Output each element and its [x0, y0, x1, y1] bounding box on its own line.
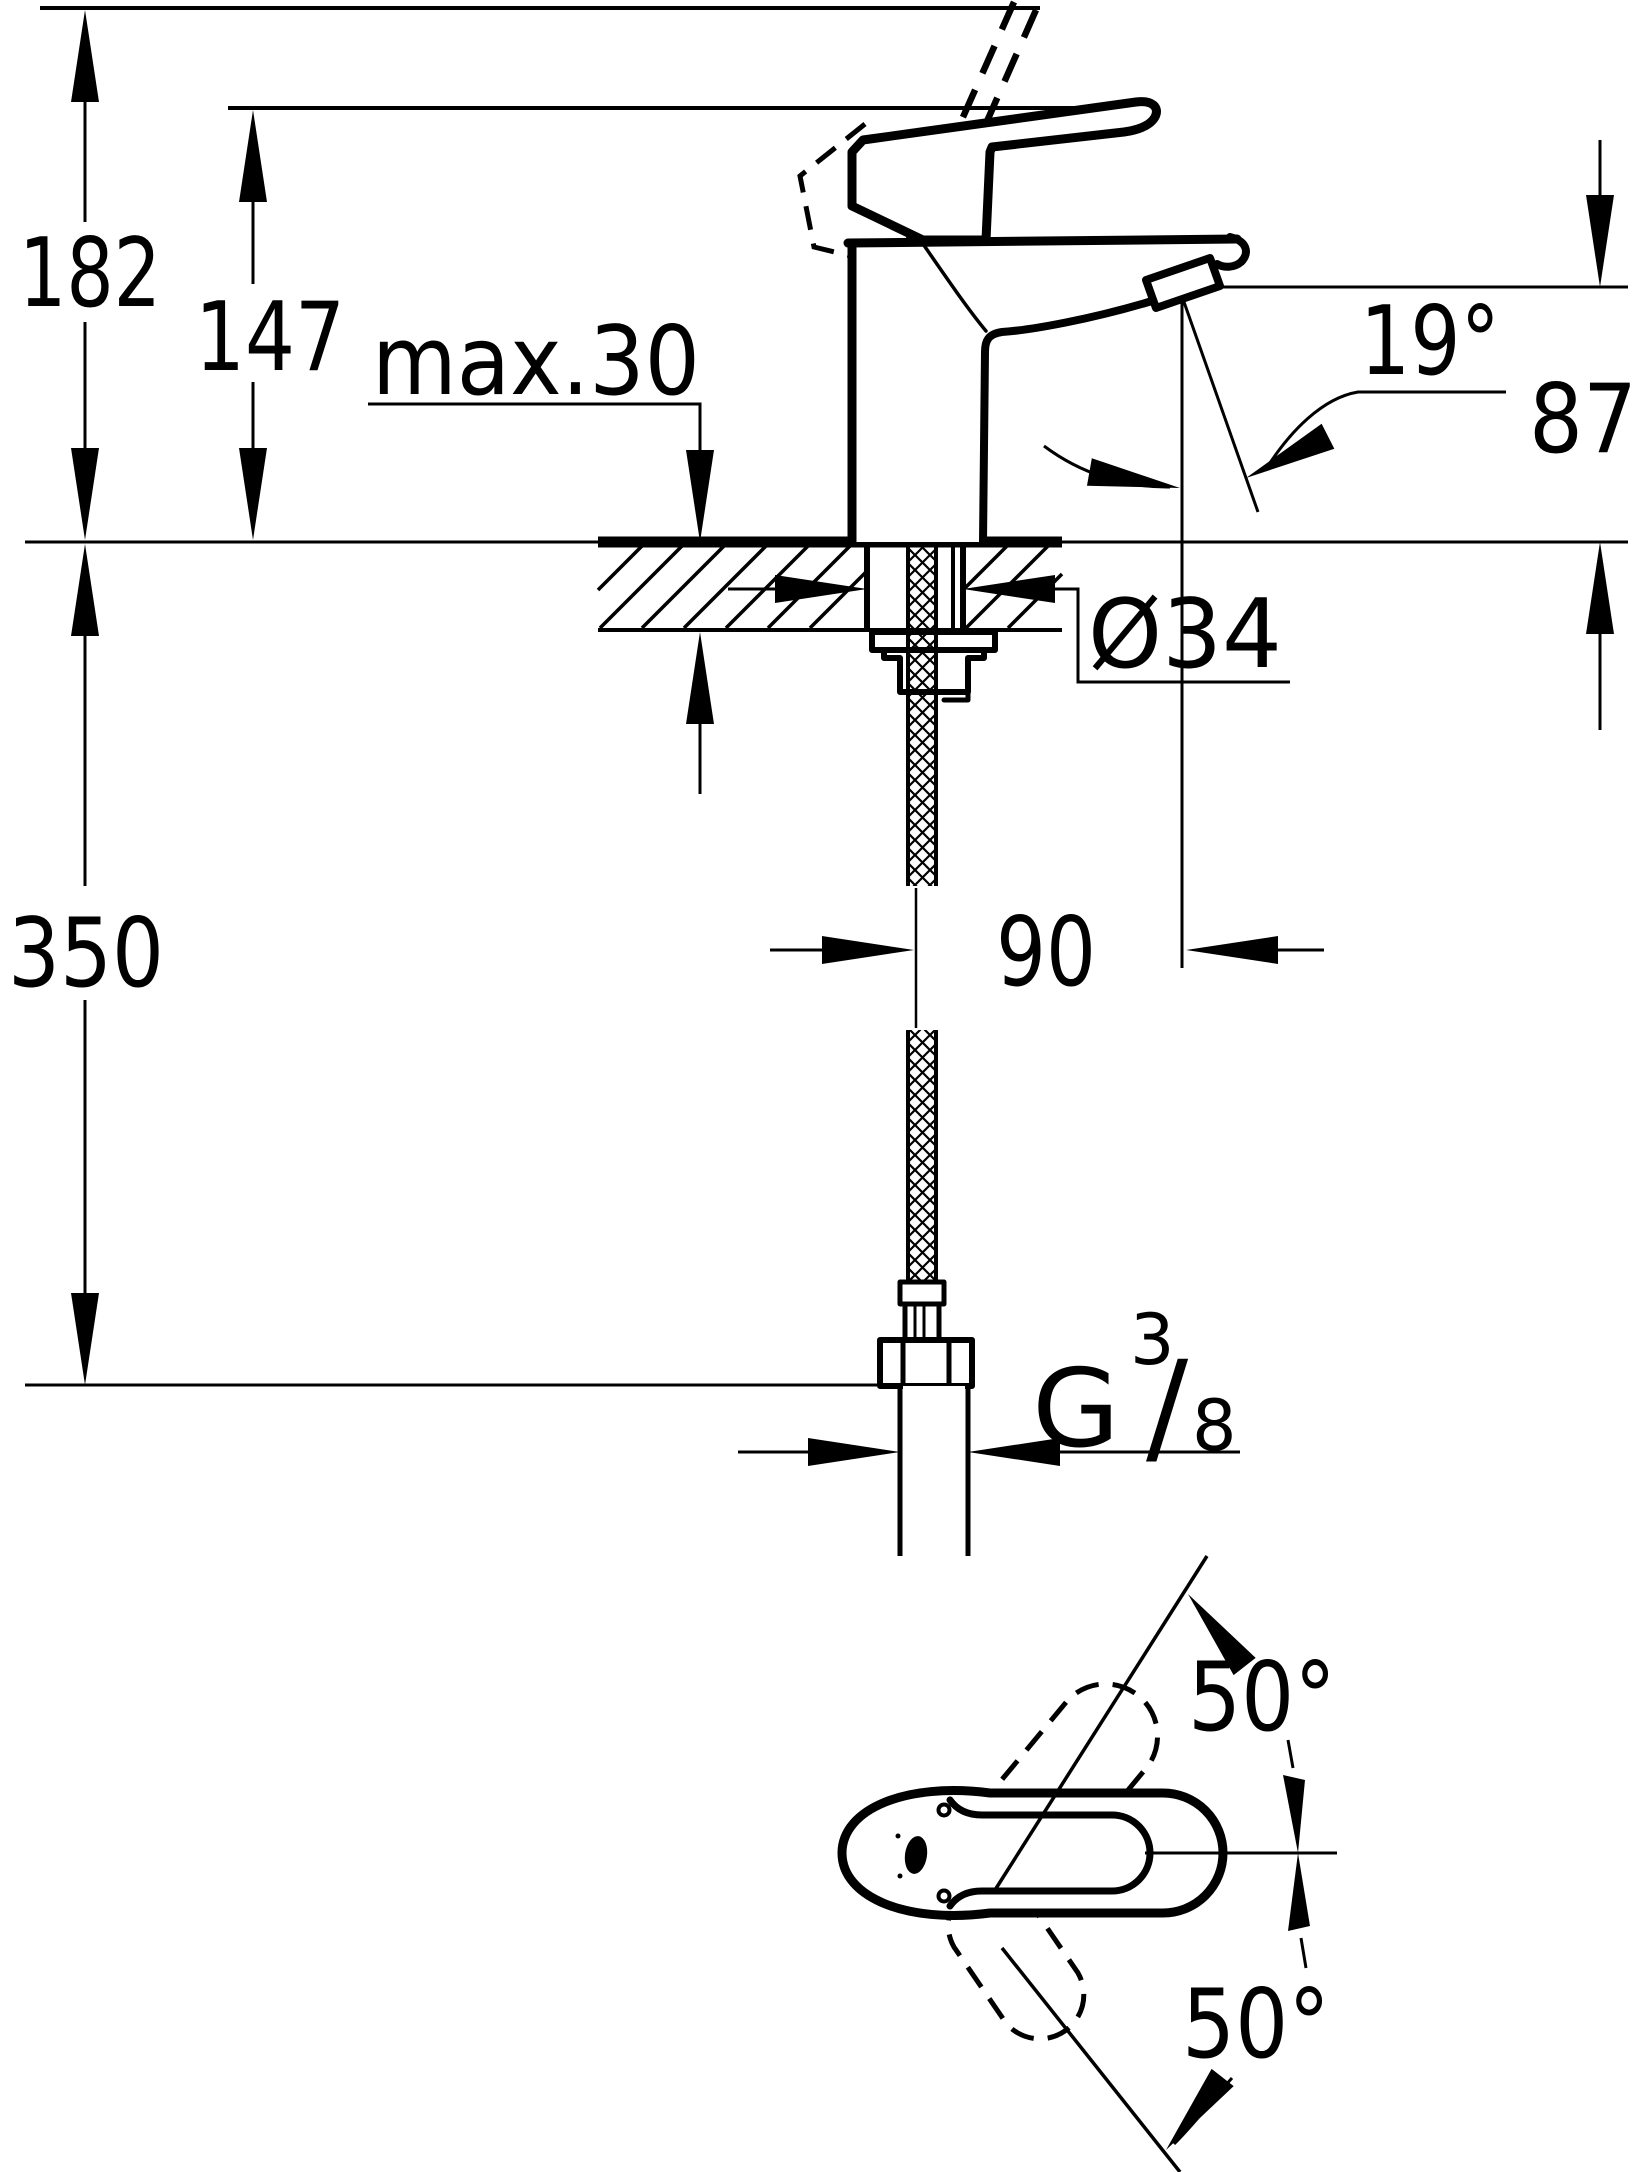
reference-lines — [25, 6, 1628, 1387]
dimension-hole-diameter: Ø34 — [728, 575, 1290, 690]
thread-slash-label: / — [1146, 1335, 1189, 1480]
g-thread-tube — [897, 1386, 971, 1556]
arrowhead — [1086, 458, 1183, 502]
centerline-angle-arrowheads — [1283, 1739, 1310, 1969]
arrowhead — [1154, 2068, 1234, 2159]
hose-ferrule — [902, 1301, 942, 1343]
lever-handle — [847, 97, 1161, 245]
dim-swivel-lower-label: 50° — [1182, 1970, 1330, 2080]
arrowhead — [775, 575, 867, 603]
body-fill — [852, 240, 1240, 542]
dimension-outlet-height: 87 — [1529, 140, 1637, 730]
arrowhead — [1239, 423, 1335, 491]
thread-letter-label: G — [1032, 1347, 1120, 1472]
arrowhead — [686, 632, 714, 724]
aerator — [1142, 254, 1224, 312]
spout-nose — [1213, 233, 1250, 271]
arrowhead — [808, 1438, 900, 1466]
thread-numerator-label: 3 — [1130, 1299, 1175, 1381]
dim-deck-thickness-label: max.30 — [372, 307, 700, 417]
arrowhead — [71, 544, 99, 636]
arrowhead — [71, 1293, 99, 1385]
swing-down-construction-line — [1000, 1946, 1182, 2172]
handle-detail-dot — [936, 1888, 952, 1904]
supply-hose-upper — [906, 545, 938, 886]
arrowhead — [239, 110, 267, 202]
spout-underside — [979, 297, 1156, 546]
top-view: 50° 50° — [837, 1555, 1337, 2172]
dim-swivel-upper-label: 50° — [1188, 1643, 1336, 1753]
arrowhead — [822, 936, 914, 964]
arrowhead — [686, 450, 714, 542]
dimension-spout-reach: 90 — [770, 898, 1324, 1008]
supply-hose-lower — [906, 1030, 938, 1282]
swing-up-construction-line — [993, 1555, 1209, 1891]
handle-detail-dot — [936, 1802, 952, 1818]
hose-crimp-collar — [897, 1279, 947, 1307]
arrowhead — [1586, 542, 1614, 634]
dim-spout-angle-label: 19° — [1360, 287, 1500, 397]
dimension-deck-thickness: max.30 — [368, 307, 714, 794]
dimension-spout-angle: 19° — [1043, 287, 1506, 502]
dimension-below-deck-length: 350 — [8, 544, 164, 1385]
second-hose-stub — [941, 655, 971, 703]
dimension-lever-height: 147 — [195, 110, 345, 540]
handle-logo-emboss — [904, 1836, 928, 1874]
dimension-swivel-upper: 50° — [1176, 1585, 1336, 1753]
body-top-edge — [843, 234, 1242, 248]
connection-nut — [877, 1337, 975, 1389]
arrowhead — [239, 448, 267, 540]
dimension-total-height: 182 — [19, 10, 161, 540]
arrowhead — [71, 10, 99, 102]
arrowhead — [1186, 936, 1278, 964]
thread-denominator-label: 8 — [1192, 1385, 1237, 1467]
dim-below-deck-length-label: 350 — [8, 899, 164, 1009]
side-view: 182 147 max.30 87 — [8, 0, 1637, 1556]
faucet-body — [843, 97, 1250, 547]
arrowhead — [1586, 195, 1614, 287]
dimension-swivel-lower: 50° — [1154, 1970, 1330, 2159]
dim-total-height-label: 182 — [19, 219, 161, 329]
below-deck-hardware — [869, 545, 998, 1556]
dim-spout-reach-label: 90 — [996, 898, 1096, 1008]
neck-contour-line — [919, 239, 988, 333]
arrowhead — [71, 448, 99, 540]
dim-lever-height-label: 147 — [195, 283, 345, 393]
dim-outlet-height-label: 87 — [1529, 365, 1637, 475]
dim-hole-diameter-label: Ø34 — [1088, 580, 1282, 690]
arrowhead — [963, 575, 1055, 603]
top-view-handle — [837, 1786, 1228, 1920]
handle-speck — [895, 1833, 901, 1839]
dimension-thread-size: G 3 / 8 — [738, 1299, 1240, 1480]
handle-speck — [897, 1873, 903, 1879]
spray-angle-line — [1182, 301, 1260, 513]
